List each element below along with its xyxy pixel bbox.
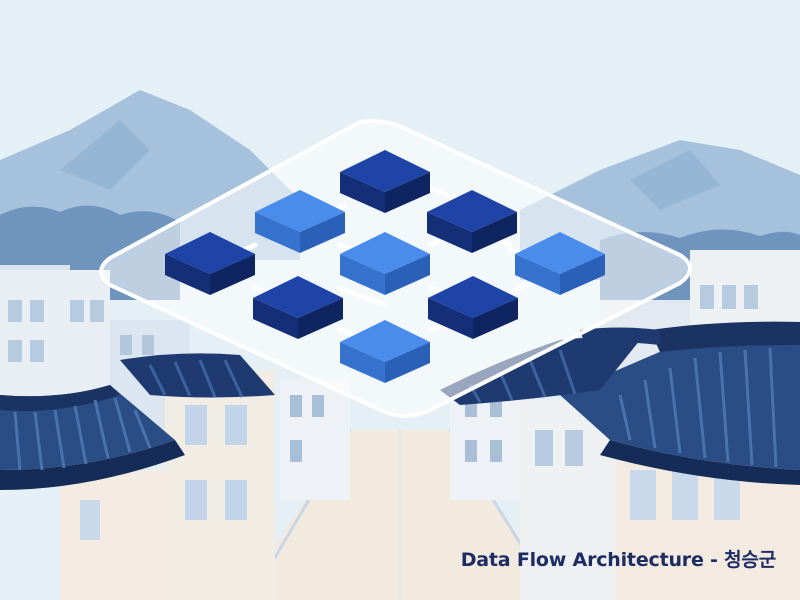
data-block <box>515 232 605 295</box>
data-block <box>340 232 430 295</box>
illustration-caption: Data Flow Architecture - 청승군 <box>460 549 776 571</box>
mountain-left-ridge <box>60 120 150 190</box>
data-block <box>255 190 345 253</box>
data-block <box>428 276 518 339</box>
data-block <box>253 276 343 339</box>
data-block <box>165 232 255 295</box>
hanok-roof-right <box>560 321 800 485</box>
house-left <box>60 370 275 600</box>
data-block <box>340 320 430 383</box>
mountain-right-ridge <box>630 150 720 210</box>
hanok-roof-center <box>440 337 640 405</box>
hanok-roof-left <box>0 353 275 490</box>
data-block <box>427 190 517 253</box>
data-block <box>340 150 430 213</box>
